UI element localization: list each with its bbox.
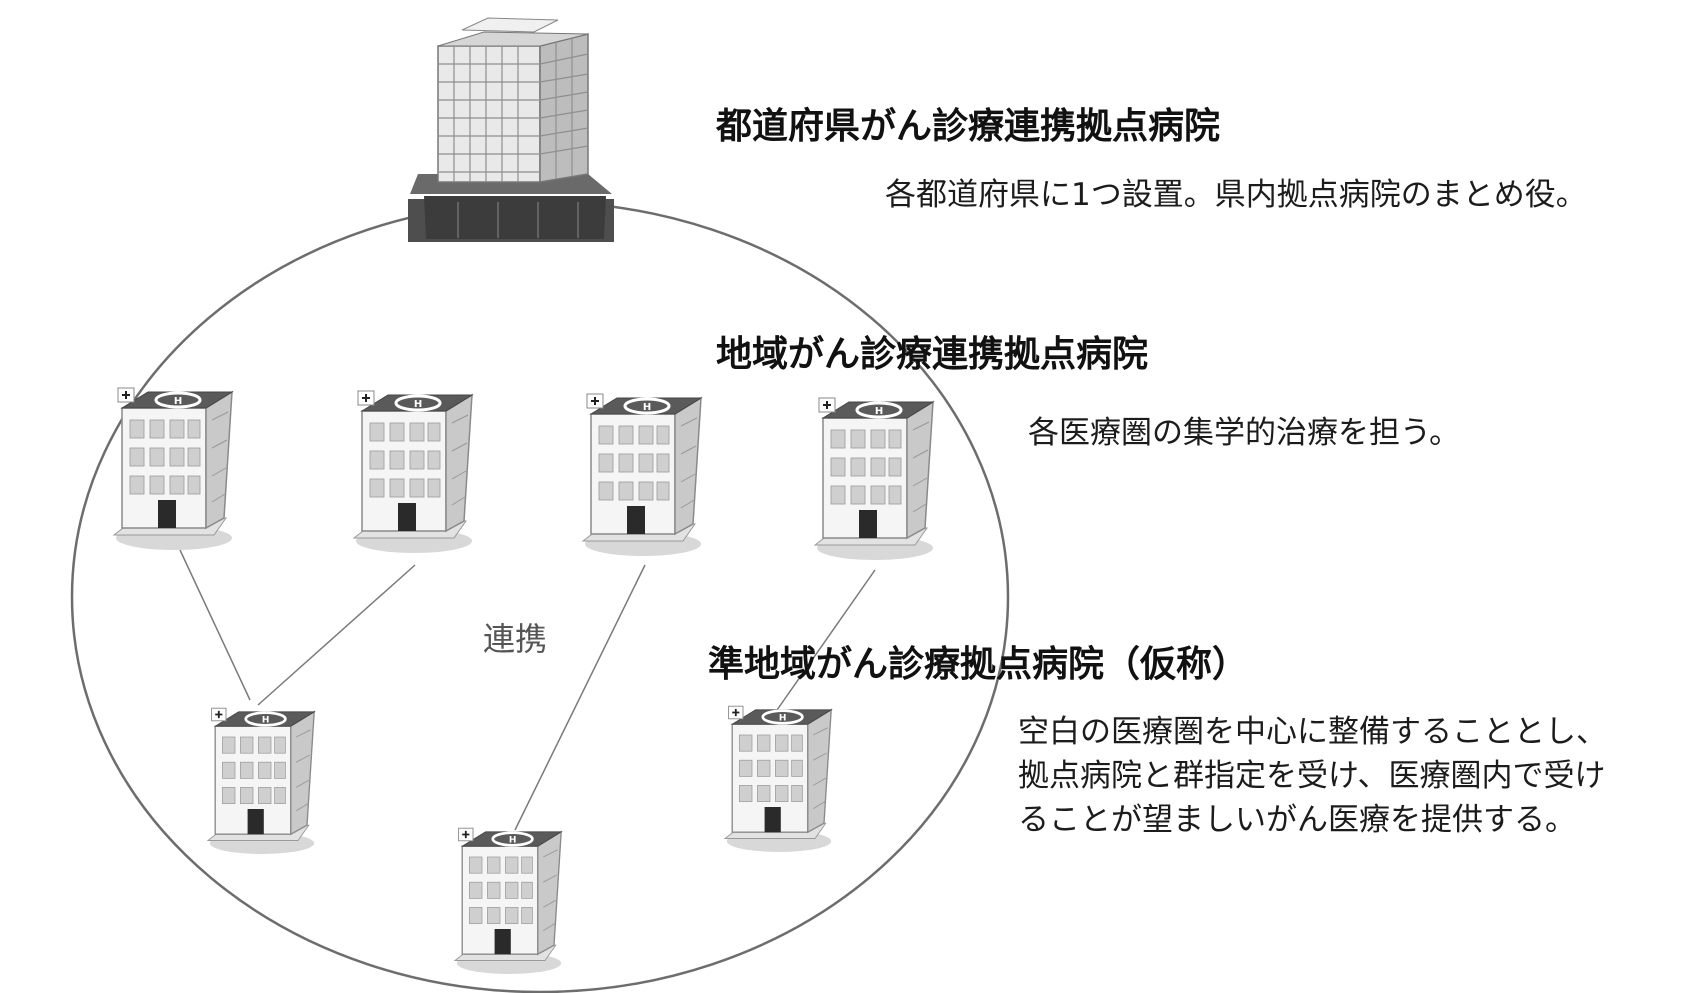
semi-regional-hospital-3 [453, 826, 563, 976]
semi-regional-hospital-2 [723, 704, 833, 854]
regional-hospital-1 [112, 386, 234, 552]
connection-label: 連携 [483, 620, 548, 658]
connection-lines [179, 549, 876, 831]
link-4-to-6 [769, 569, 876, 721]
semi-regional-description-line-3: ることが望ましいがん医療を提供する。 [1018, 802, 1576, 838]
regional-hospital-title: 地域がん診療連携拠点病院 [716, 334, 1149, 375]
semi-regional-hospital-1 [206, 706, 316, 856]
regional-hospital-description: 各医療圏の集学的治療を担う。 [1028, 415, 1461, 451]
semi-regional-description-line-2: 拠点病院と群指定を受け、医療圏内で受け [1018, 758, 1606, 794]
prefectural-hospital-description: 各都道府県に1つ設置。県内拠点病院のまとめ役。 [885, 177, 1587, 213]
prefectural-hospital-building [407, 17, 615, 243]
link-3-to-7 [514, 564, 646, 831]
regional-hospital-3 [581, 392, 703, 558]
regional-hospital-4 [813, 396, 935, 562]
regional-hospital-2 [352, 389, 474, 555]
link-2-to-5 [257, 564, 416, 706]
prefectural-hospital-title: 都道府県がん診療連携拠点病院 [716, 106, 1221, 147]
link-1-to-5 [179, 549, 251, 701]
semi-regional-hospital-title: 準地域がん診療拠点病院（仮称） [708, 644, 1249, 685]
semi-regional-description-line-1: 空白の医療圏を中心に整備することとし、 [1018, 714, 1607, 750]
